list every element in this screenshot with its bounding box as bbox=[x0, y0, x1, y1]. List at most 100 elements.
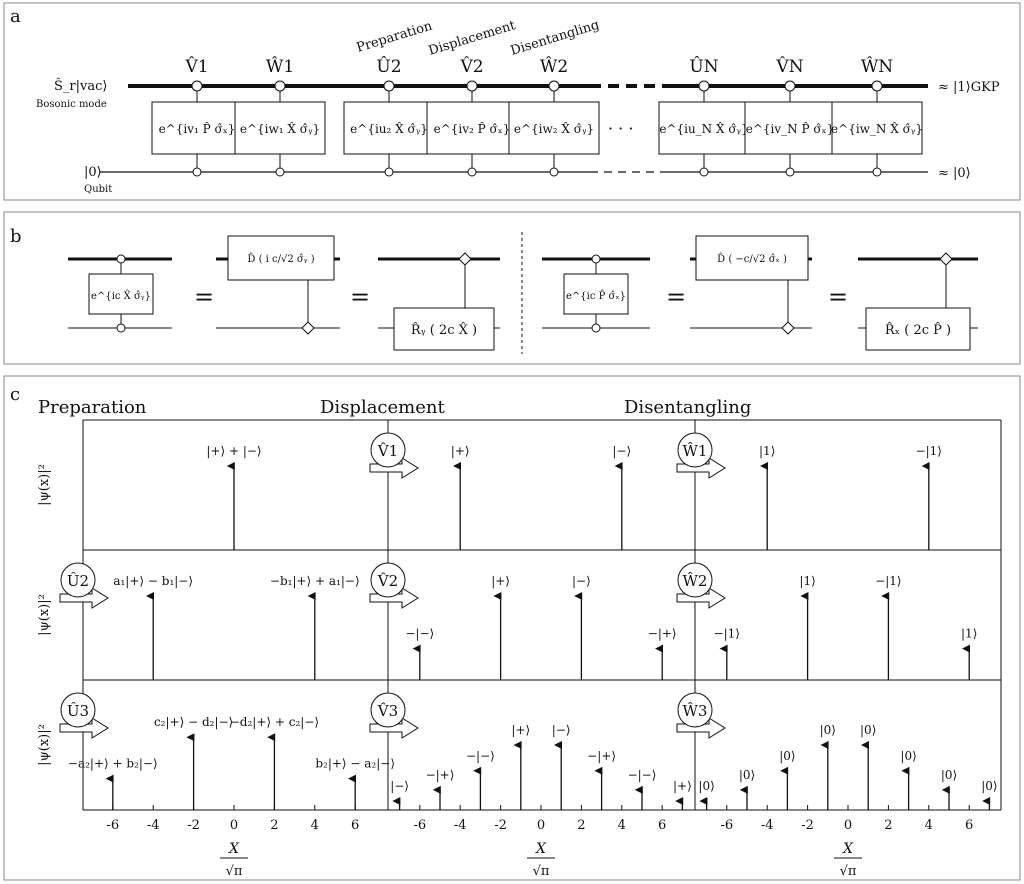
gkp-output-state: ≈ |1⟩GKP bbox=[938, 80, 1000, 95]
stem-state-label: −b₁|+⟩ + a₁|−⟩ bbox=[270, 574, 360, 588]
operator-arrow bbox=[369, 717, 419, 739]
gate-node-qubit bbox=[275, 167, 285, 177]
x-tick-label: -2 bbox=[187, 818, 200, 833]
row1-ylabel: |ψ(x)|² bbox=[37, 464, 52, 506]
gate-node-qubit bbox=[699, 167, 709, 177]
stem-state-label: −|+⟩ bbox=[587, 749, 616, 763]
gate-exponential: e^{iw₁ X̂ σ̂ᵧ} bbox=[240, 121, 320, 136]
stem-state-label: |−⟩ bbox=[552, 723, 571, 737]
x-tick-label: 4 bbox=[618, 818, 626, 833]
operator-label: V̂1 bbox=[377, 442, 398, 460]
gate-operator-label: ÛN bbox=[689, 56, 718, 77]
x-tick-label: -4 bbox=[454, 818, 467, 833]
gate-operator-label: V̂N bbox=[775, 57, 803, 77]
stem-state-label: −|−⟩ bbox=[628, 768, 657, 782]
x-tick-label: 0 bbox=[537, 818, 545, 833]
stem-state-label: −|−⟩ bbox=[466, 749, 495, 763]
gate-box bbox=[508, 101, 600, 155]
gate-node-boson bbox=[191, 80, 203, 92]
x-tick-label: 6 bbox=[351, 818, 359, 833]
gate-px-label: e^{ic P̂ σ̂ₓ} bbox=[566, 290, 626, 302]
x-tick-label: -4 bbox=[147, 818, 160, 833]
x-tick-label: -2 bbox=[494, 818, 507, 833]
x-tick-label: 6 bbox=[965, 818, 973, 833]
stem-state-label: |0⟩ bbox=[820, 723, 836, 737]
x-tick-label: -2 bbox=[801, 818, 814, 833]
equals-sign-4: = bbox=[828, 283, 848, 311]
panel-b-frame bbox=[3, 211, 1021, 365]
panel-c-stage-displacement: Displacement bbox=[320, 397, 445, 418]
x-tick-label: 2 bbox=[884, 818, 892, 833]
rotation-y-label: R̂ᵧ ( 2c X̂ ) bbox=[411, 322, 477, 338]
stage-label-preparation: Preparation bbox=[355, 18, 435, 55]
stem-state-label: |1⟩ bbox=[961, 627, 977, 641]
operator-circle bbox=[677, 562, 713, 598]
stem-state-label: |−⟩ bbox=[390, 779, 409, 793]
stem-state-label: |0⟩ bbox=[698, 779, 714, 793]
stem-state-label: |1⟩ bbox=[759, 444, 775, 458]
gate-node-qubit bbox=[872, 167, 882, 177]
gate-sequence: e^{iv₁ P̂ σ̂ₓ}V̂1e^{iw₁ X̂ σ̂ᵧ}Ŵ1e^{iu₂ … bbox=[151, 56, 923, 177]
stem-state-label: |+⟩ + |−⟩ bbox=[206, 444, 261, 458]
qubit-output-state: ≈ |0⟩ bbox=[938, 166, 971, 181]
stem-state-label: |0⟩ bbox=[779, 749, 795, 763]
gate-box bbox=[831, 101, 923, 155]
stem-state-label: −|+⟩ bbox=[426, 768, 455, 782]
operator-arrow bbox=[369, 587, 419, 609]
gate-node-qubit bbox=[384, 167, 394, 177]
panel-c-stage-preparation: Preparation bbox=[38, 397, 147, 418]
x-tick-label: -6 bbox=[106, 818, 119, 833]
qubit-input-state: |0⟩ bbox=[84, 165, 102, 180]
gate-node-qubit bbox=[549, 167, 559, 177]
stem-state-label: |+⟩ bbox=[491, 574, 510, 588]
x-axis-label-den: √π bbox=[226, 864, 243, 879]
row2-ylabel: |ψ(x)|² bbox=[37, 594, 52, 636]
bosonic-mode-caption: Bosonic mode bbox=[36, 99, 107, 110]
stage-label-displacement: Displacement bbox=[427, 18, 518, 59]
operator-circle bbox=[370, 692, 406, 728]
gate-exponential: e^{iw_N X̂ σ̂ᵧ} bbox=[831, 121, 923, 136]
stem-state-label: |0⟩ bbox=[981, 779, 997, 793]
operator-label: Ŵ3 bbox=[683, 702, 708, 720]
operator-label: Û3 bbox=[67, 702, 89, 720]
stem-state-label: −d₂|+⟩ + c₂|−⟩ bbox=[230, 715, 319, 729]
displacement-x-label: D̂ ( −c/√2 σ̂ₓ ) bbox=[717, 253, 787, 265]
x-tick-label: 2 bbox=[577, 818, 585, 833]
gate-exponential: e^{iv₂ P̂ σ̂ₓ} bbox=[434, 121, 511, 136]
operator-arrow bbox=[59, 717, 109, 739]
stem-state-label: −|−⟩ bbox=[405, 627, 434, 641]
x-axis-label-num: X bbox=[842, 841, 854, 857]
stem-state-label: |+⟩ bbox=[673, 779, 692, 793]
stem-state-label: |+⟩ bbox=[511, 723, 530, 737]
operator-arrow bbox=[676, 587, 726, 609]
gate-operator-label: Ŵ1 bbox=[266, 56, 294, 77]
stem-state-label: |0⟩ bbox=[739, 768, 755, 782]
operator-arrow bbox=[369, 457, 419, 479]
x-tick-label: -6 bbox=[413, 818, 426, 833]
panel-c-frame bbox=[3, 375, 1021, 881]
x-tick-label: 6 bbox=[658, 818, 666, 833]
gate-exponential: e^{iw₂ X̂ σ̂ᵧ} bbox=[514, 121, 594, 136]
stem-state-label: b₂|+⟩ − a₂|−⟩ bbox=[315, 757, 395, 771]
gate-node-qubit bbox=[467, 167, 477, 177]
panel-a-letter: a bbox=[10, 6, 21, 27]
x-axis-label-den: √π bbox=[840, 864, 857, 879]
equals-sign-1: = bbox=[194, 283, 214, 311]
gate-operator-label: V̂1 bbox=[184, 57, 208, 77]
gate-node-boson bbox=[698, 80, 710, 92]
gate-box bbox=[744, 101, 836, 155]
stem-state-label: |−⟩ bbox=[612, 444, 631, 458]
stage-label-disentangling: Disentangling bbox=[509, 18, 601, 59]
x-axis-label-num: X bbox=[228, 841, 240, 857]
x-tick-label: 4 bbox=[925, 818, 933, 833]
operator-arrow bbox=[676, 717, 726, 739]
operator-circle bbox=[60, 562, 96, 598]
panel-b-letter: b bbox=[10, 226, 22, 247]
equals-sign-3: = bbox=[666, 283, 686, 311]
x-axis-label-den: √π bbox=[533, 864, 550, 879]
operator-arrow bbox=[676, 457, 726, 479]
gate-operator-label: V̂2 bbox=[459, 57, 483, 77]
